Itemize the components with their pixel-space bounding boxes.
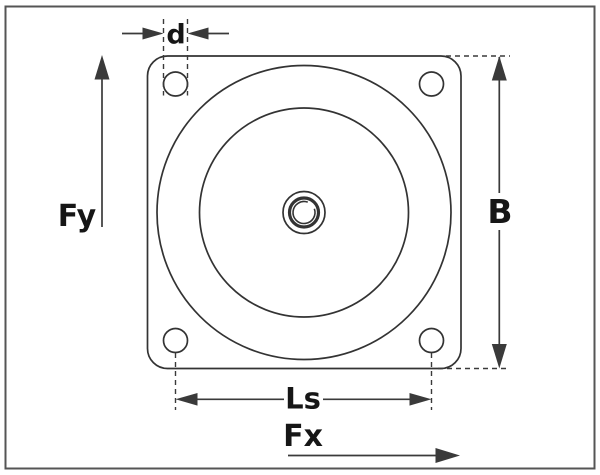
fx-arrowhead-right [435,448,460,463]
outer-rubber-circle [156,64,452,361]
force-arrow-fx [288,448,460,463]
force-x-label: Fx [283,419,323,454]
plate-width-label: B [487,192,512,231]
hole-spacing-label: Ls [285,382,321,416]
dimension-d [122,27,229,40]
d-arrowhead-left [142,27,164,40]
construction-lines [162,19,510,410]
d-arrowhead-right [187,27,209,40]
force-arrow-fy [94,55,110,227]
fy-arrowhead-up [94,55,110,80]
center-bushing-outer [282,190,326,235]
page-border-frame [4,5,596,470]
dimension-b [491,56,507,369]
bolt-hole-top-right [418,71,445,97]
plate-outline [146,55,462,370]
ls-arrowhead-right [409,393,432,406]
force-y-label: Fy [58,199,97,234]
bolt-hole-top-left [162,71,189,97]
dimension-ls [175,393,432,406]
center-bushing-ring [287,196,321,229]
plate-body [146,55,462,370]
b-arrowhead-up [491,56,507,81]
bolt-hole-bottom-left [162,327,189,354]
b-arrowhead-down [491,344,507,369]
center-thread-arc [292,200,316,225]
ls-arrowhead-left [175,393,198,406]
hole-diameter-label: d [166,20,185,51]
bolt-hole-bottom-right [418,327,445,354]
inner-rubber-circle [198,107,410,318]
